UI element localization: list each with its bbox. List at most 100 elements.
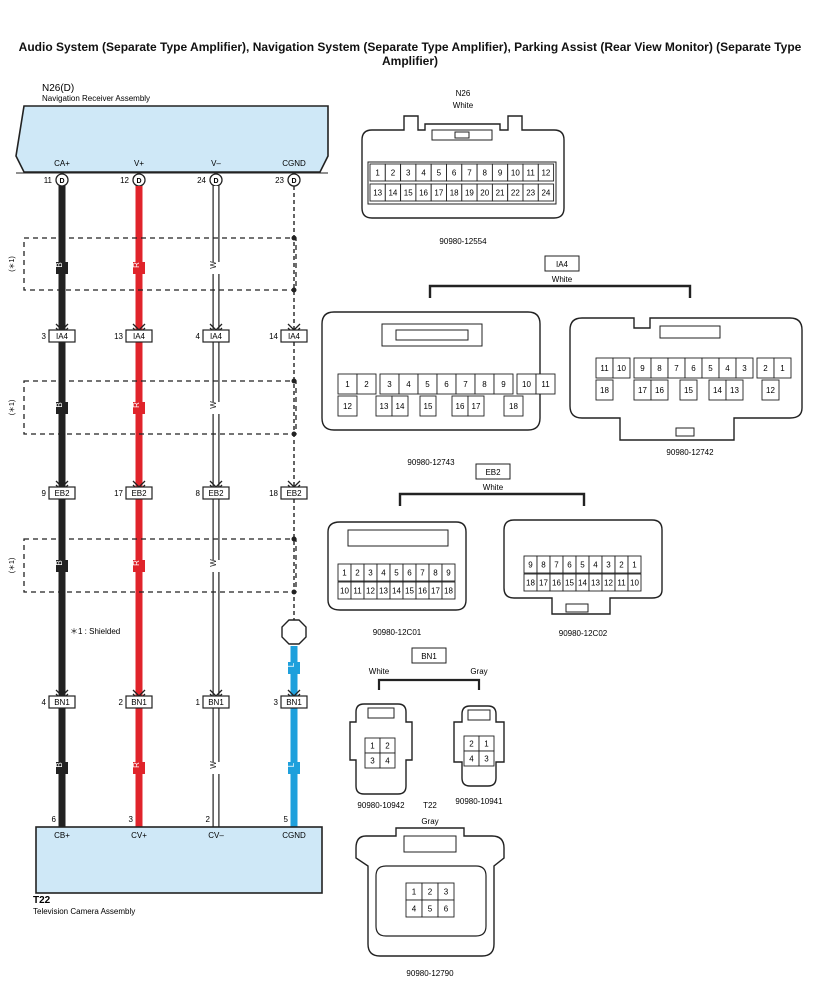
shield-junction-dot: [291, 378, 297, 384]
pin-number: 3: [406, 169, 411, 178]
junction-connector-name: EB2: [286, 489, 302, 498]
wire-label-bg: [56, 402, 68, 414]
bottom-terminal-label: CV–: [208, 831, 224, 840]
pin-number: 10: [340, 587, 349, 596]
shield-junction-dot: [291, 235, 297, 241]
pin-number: 3: [370, 757, 375, 766]
junction-pin-number: 3: [274, 698, 279, 707]
pin-number: 4: [406, 380, 411, 389]
top-component-code: N26(D): [42, 83, 74, 94]
pin-number: 21: [496, 189, 505, 198]
pin-number: 3: [484, 755, 489, 764]
pin-number: 4: [381, 569, 386, 578]
pin-number: 13: [379, 587, 388, 596]
junction-box: [202, 486, 230, 500]
bottom-terminal-label: CV+: [131, 831, 147, 840]
pin-number: 2: [763, 364, 768, 373]
wire-label-bg: [133, 762, 145, 774]
shield-label: (＊1): [9, 558, 16, 574]
junction-connector-name: BN1: [286, 698, 302, 707]
ia4-name: IA4: [556, 260, 569, 269]
pin-number: 16: [456, 402, 465, 411]
pin-number: 15: [424, 402, 433, 411]
top-terminal-label: V–: [211, 159, 221, 168]
pin-number: 15: [405, 587, 414, 596]
pin-number: 17: [472, 402, 481, 411]
t22-part: 90980-12790: [406, 969, 454, 978]
pin-number: 1: [370, 742, 375, 751]
shield-junction-dot: [291, 431, 297, 437]
wire-label-bg: [56, 762, 68, 774]
top-pin-number: 12: [120, 176, 129, 185]
pin-number: 18: [450, 189, 459, 198]
junction-connector-name: BN1: [54, 698, 70, 707]
pin-number: 8: [483, 169, 488, 178]
pin-number: 10: [522, 380, 531, 389]
pin-cell: [441, 581, 456, 600]
pin-number: 14: [396, 402, 405, 411]
pin-number: 10: [511, 169, 520, 178]
pin-number: 1: [345, 380, 350, 389]
pin-cell: [503, 395, 524, 417]
pin-number: 4: [469, 755, 474, 764]
pin-number: 16: [552, 579, 561, 588]
wire-color-code: B: [55, 402, 64, 407]
wire-label-bg: [133, 262, 145, 274]
bottom-terminal-label: CB+: [54, 831, 70, 840]
pin-letter: D: [291, 178, 296, 185]
junction-box: [125, 486, 153, 500]
junction-pin-number: 4: [196, 332, 201, 341]
t22-color: Gray: [421, 817, 438, 826]
junction-pin-number: 17: [114, 489, 123, 498]
pin-number: 20: [480, 189, 489, 198]
pin-number: 18: [444, 587, 453, 596]
pin-number: 5: [425, 380, 430, 389]
junction-connector-name: IA4: [133, 332, 146, 341]
pin-number: 5: [394, 569, 399, 578]
junction-box: [202, 329, 230, 343]
pin-number: 5: [580, 561, 585, 570]
pin-number: 6: [452, 169, 457, 178]
bottom-component-code: T22: [33, 895, 51, 906]
wire-color-code: W: [209, 261, 218, 269]
pin-cell: [337, 395, 358, 417]
wire-label-bg: [133, 560, 145, 572]
pin-number: 19: [465, 189, 474, 198]
shield-box: [23, 380, 297, 435]
wire-color-code: R: [132, 762, 141, 768]
junction-box: [48, 486, 76, 500]
pin-number: 3: [444, 888, 449, 897]
eb2-left-part: 90980-12C01: [373, 628, 422, 637]
pin-number: 3: [387, 380, 392, 389]
junction-pin-number: 13: [114, 332, 123, 341]
bottom-pin-number: 2: [206, 815, 211, 824]
wire-color-code: W: [209, 761, 218, 769]
television-camera-box: [35, 826, 323, 894]
pin-number: 17: [434, 189, 443, 198]
wire-label-bg: [210, 560, 222, 572]
junction-box: [280, 695, 308, 709]
top-pin-number: 24: [197, 176, 206, 185]
junction-pin-number: 3: [42, 332, 47, 341]
pin-number: 3: [742, 364, 747, 373]
shield-box: [23, 237, 297, 291]
pin-number: 18: [600, 386, 609, 395]
pin-number: 8: [541, 561, 546, 570]
top-component-name: Navigation Receiver Assembly: [42, 94, 150, 103]
wire-color-code: W: [209, 559, 218, 567]
pin-number: 12: [766, 386, 775, 395]
pin-number: 22: [511, 189, 520, 198]
pin-number: 13: [730, 386, 739, 395]
pin-number: 18: [509, 402, 518, 411]
wire-label-bg: [288, 662, 300, 674]
pin-number: 3: [368, 569, 373, 578]
top-pin-number: 11: [44, 176, 53, 185]
pin-number: 1: [375, 169, 380, 178]
pin-number: 2: [391, 169, 396, 178]
pin-number: 2: [364, 380, 369, 389]
t22-name: T22: [423, 801, 437, 810]
